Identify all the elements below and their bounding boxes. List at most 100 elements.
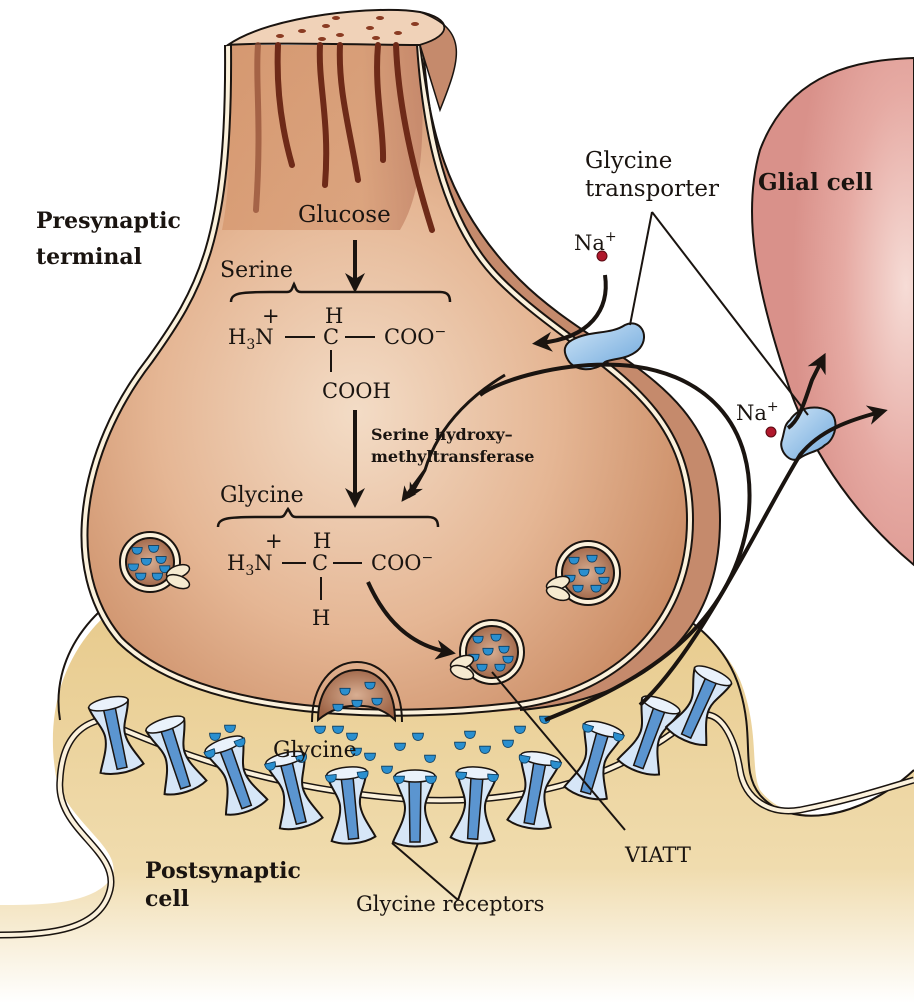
svg-text:+: + (265, 529, 283, 553)
leader-receptor-2 (457, 842, 479, 901)
arrow-na-into-presynaptic (532, 274, 608, 352)
glycine-molecule (594, 566, 606, 575)
glycine-molecule (263, 761, 276, 771)
svg-text:H: H (325, 304, 343, 328)
label-na-presynaptic: Na+ (574, 229, 617, 255)
glycine-receptor (506, 750, 563, 830)
arrow-glycine-reuptake-presynaptic (478, 362, 752, 722)
cytoskeleton-cross-section (276, 16, 419, 41)
label-viatt: VIATT (624, 843, 691, 867)
svg-text:H: H (312, 606, 330, 630)
glycine-receptor (391, 769, 439, 848)
serine-structure: + H H3N C COO− COOH (228, 281, 452, 403)
label-serine: Serine (220, 258, 293, 283)
glycine-molecule (578, 568, 590, 577)
glycine-molecule (393, 775, 405, 784)
synaptic-vesicle (119, 531, 191, 593)
label-glucose: Glucose (298, 202, 391, 228)
svg-text:C: C (312, 551, 328, 575)
glycine-molecule (464, 730, 476, 739)
glycine-molecule (148, 545, 160, 553)
label-na-glial: Na+ (736, 399, 779, 425)
label-glycine-precursor: Glycine (220, 483, 304, 508)
pathway-arrows (345, 240, 888, 722)
arrow-na-into-glial (786, 352, 826, 430)
glycine-molecule (613, 731, 625, 742)
glycine-molecule (518, 754, 531, 764)
viatt-transporter (545, 575, 571, 602)
glycine-molecule (371, 697, 383, 706)
svg-text:COO−: COO− (384, 324, 446, 349)
glycine-molecule (490, 633, 502, 642)
glycine-molecule (550, 760, 563, 770)
glycine-molecule (233, 737, 246, 748)
glycine-receptor (563, 720, 625, 801)
glycine-molecule (127, 563, 139, 572)
microtubules (253, 42, 435, 233)
glycine-molecule (514, 725, 526, 734)
label-glycine-transporter: Glycine transporter (585, 148, 719, 202)
arrow-enzyme (409, 373, 506, 499)
leader-transporter-glial (651, 211, 809, 416)
glycine-molecule (424, 754, 436, 763)
glycine-molecule (151, 572, 163, 581)
glycine-molecule (356, 770, 369, 780)
glial-cell (751, 56, 914, 567)
glycine-molecule (582, 722, 595, 733)
glycine-molecule (498, 645, 510, 654)
sodium-ion-presynaptic (596, 250, 608, 262)
glycine-molecule (140, 558, 152, 566)
glycine-molecule (131, 546, 143, 555)
svg-text:+: + (262, 304, 280, 328)
svg-text:H: H (313, 529, 331, 553)
presynaptic-terminal (80, 8, 722, 717)
glycine-molecule (476, 663, 488, 672)
serine-bracket (229, 281, 452, 303)
glycine-molecule (339, 687, 351, 696)
glycine-molecule (586, 554, 598, 563)
sodium-ion-glial (765, 426, 777, 438)
glycine-bracket (216, 506, 440, 528)
arrow-glycine-to-vesicle (366, 581, 456, 660)
glycine-molecule (364, 681, 376, 690)
arrow-glycine-reuptake-glial (638, 405, 888, 707)
leader-transporter-presynaptic (629, 211, 653, 326)
glycine-molecule (346, 732, 358, 741)
glycine-molecule (412, 732, 424, 741)
leader-viatt (491, 671, 626, 831)
label-enzyme: Serine hydroxy– methyltransferase (371, 425, 534, 466)
glycine-molecule (502, 655, 514, 664)
label-postsynaptic-cell: Postsynaptic cell (145, 858, 309, 912)
glycine-molecule (203, 748, 216, 759)
label-presynaptic-terminal: Presynaptic terminal (36, 208, 189, 270)
glycine-molecule (572, 584, 584, 593)
glycine-receptor (87, 695, 145, 776)
glycine-molecule (568, 556, 580, 565)
leader-lines (391, 211, 809, 901)
glycine-molecule (454, 741, 466, 750)
glycine-receptor (616, 695, 681, 776)
glycine-molecule (472, 635, 484, 644)
glycine-molecule (598, 576, 610, 585)
glycine-molecule (324, 773, 337, 783)
svg-text:COOH: COOH (322, 379, 391, 403)
fusing-vesicle (311, 660, 403, 723)
glycine-molecule (394, 742, 406, 751)
glycine-molecule (224, 724, 236, 733)
glycine-molecule (332, 725, 344, 734)
glycine-transporter-presynaptic (563, 322, 645, 371)
viatt-transporter (165, 563, 191, 590)
svg-text:COO−: COO− (371, 550, 433, 575)
glycine-molecule (350, 747, 362, 756)
glycine-molecule (482, 647, 494, 656)
label-glycine-receptors: Glycine receptors (356, 892, 544, 916)
glycine-molecule (487, 773, 500, 783)
synaptic-vesicle (545, 540, 621, 606)
glycine-molecule (332, 703, 344, 712)
viatt-transporter (449, 654, 475, 681)
glycine-molecule (455, 771, 468, 780)
glycine-receptor (449, 766, 500, 845)
glycine-molecule (135, 572, 147, 581)
glycine-molecule (351, 699, 363, 708)
leader-receptor-1 (391, 842, 459, 901)
